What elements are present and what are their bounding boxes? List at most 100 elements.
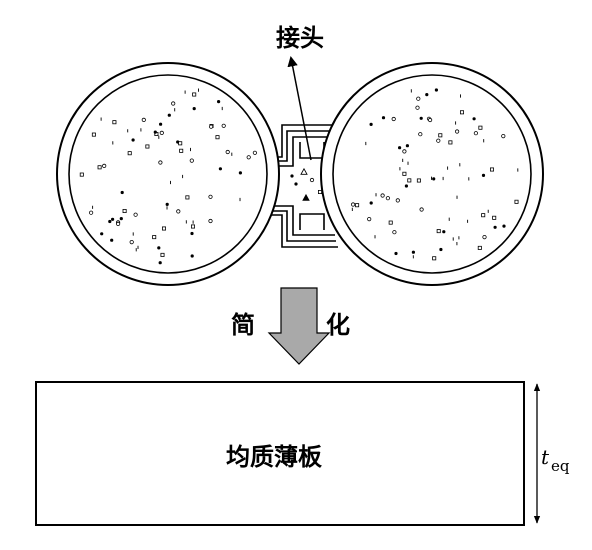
particle-dot xyxy=(398,146,402,150)
particle-dot xyxy=(238,171,242,175)
particle-circle xyxy=(385,196,390,201)
particle-dot xyxy=(159,122,163,126)
particle-dot xyxy=(369,122,373,126)
particle-square xyxy=(317,189,322,194)
particle-square xyxy=(448,140,453,145)
particle-circle xyxy=(501,134,506,139)
particle-square xyxy=(178,141,183,146)
particle-circle xyxy=(209,124,214,129)
particle-circle xyxy=(133,212,138,217)
particle-circle xyxy=(221,123,226,128)
particle-dot xyxy=(157,246,161,250)
particle-square xyxy=(152,235,157,240)
joint-leader-arrow xyxy=(287,55,312,161)
particle-dot xyxy=(218,167,222,171)
particle-circle xyxy=(416,96,421,101)
particle-circle xyxy=(473,131,478,136)
particle-circle xyxy=(102,163,107,168)
particle-circle xyxy=(350,202,356,207)
particle-dot xyxy=(165,202,169,206)
particle-square xyxy=(112,120,117,125)
thickness-subscript: eq xyxy=(551,457,570,475)
particle-square xyxy=(192,92,197,97)
particle-dot xyxy=(153,130,157,134)
particle-square xyxy=(432,256,437,261)
particle-square xyxy=(91,132,96,137)
particle-circle xyxy=(454,129,460,134)
particle-dot xyxy=(502,224,506,228)
particle-square xyxy=(145,144,150,149)
particle-square xyxy=(122,208,127,213)
particle-dot xyxy=(493,225,497,229)
particle-dot xyxy=(190,254,194,258)
particle-circle xyxy=(419,207,424,212)
particle-dot xyxy=(442,230,446,234)
particle-square xyxy=(407,178,412,183)
particle-dot xyxy=(167,113,171,117)
particle-dot xyxy=(290,174,294,178)
left-capsule-core xyxy=(68,74,268,274)
particle-circle xyxy=(391,116,396,122)
particle-dot xyxy=(108,219,112,224)
thickness-symbol: t xyxy=(541,445,550,469)
plate-label: 均质薄板 xyxy=(226,443,323,471)
particle-dot xyxy=(425,93,429,97)
particle-circle xyxy=(380,193,385,198)
particle-square xyxy=(478,125,483,130)
particle-triangle xyxy=(300,167,308,175)
particle-triangle xyxy=(302,193,310,201)
right-capsule-core xyxy=(332,74,532,274)
simplify-label-left: 简 xyxy=(231,311,255,339)
particle-circle xyxy=(482,235,487,240)
simplify-arrow xyxy=(267,287,331,365)
particle-square xyxy=(438,133,443,138)
particle-square xyxy=(459,110,464,115)
particle-square xyxy=(388,220,393,225)
particle-dot xyxy=(119,217,123,221)
particle-square xyxy=(127,151,132,156)
particle-circle xyxy=(415,105,420,110)
particle-circle xyxy=(402,149,407,154)
particle-square xyxy=(355,203,360,208)
particle-circle xyxy=(171,101,176,106)
particle-dot xyxy=(100,232,104,236)
particle-circle xyxy=(176,209,181,214)
particle-dot xyxy=(405,144,409,148)
particle-dot xyxy=(192,107,196,111)
particle-square xyxy=(416,178,421,183)
particle-dot xyxy=(434,88,438,92)
particle-dot xyxy=(432,177,436,181)
particle-square xyxy=(492,215,497,220)
particle-circle xyxy=(309,177,315,183)
particle-circle xyxy=(225,149,230,155)
particle-dot xyxy=(369,201,373,205)
particle-dot xyxy=(217,100,221,104)
particle-dot xyxy=(472,117,476,121)
left-capsule-particles xyxy=(79,88,257,265)
right-capsule-particles xyxy=(350,88,519,261)
particle-dot xyxy=(111,217,115,221)
particle-dot xyxy=(404,184,408,188)
particle-dot xyxy=(294,182,298,186)
particle-circle xyxy=(89,210,94,215)
particle-square xyxy=(179,148,184,153)
joint-particles xyxy=(290,167,322,201)
particle-square xyxy=(481,213,486,218)
particle-square xyxy=(477,245,482,250)
particle-dot xyxy=(411,250,415,254)
particle-circle xyxy=(252,150,257,155)
particle-square xyxy=(489,167,494,172)
particle-circle xyxy=(208,194,213,199)
particle-dot xyxy=(481,173,486,177)
particle-square xyxy=(514,199,519,204)
simplify-label-right: 化 xyxy=(326,311,350,339)
particle-circle xyxy=(116,221,121,226)
particle-circle xyxy=(189,158,194,163)
particle-circle xyxy=(427,117,433,123)
joint-label: 接头 xyxy=(276,24,324,52)
particle-circle xyxy=(129,240,134,245)
particle-square xyxy=(97,165,102,170)
particle-square xyxy=(402,171,407,176)
particle-dot xyxy=(394,251,398,256)
